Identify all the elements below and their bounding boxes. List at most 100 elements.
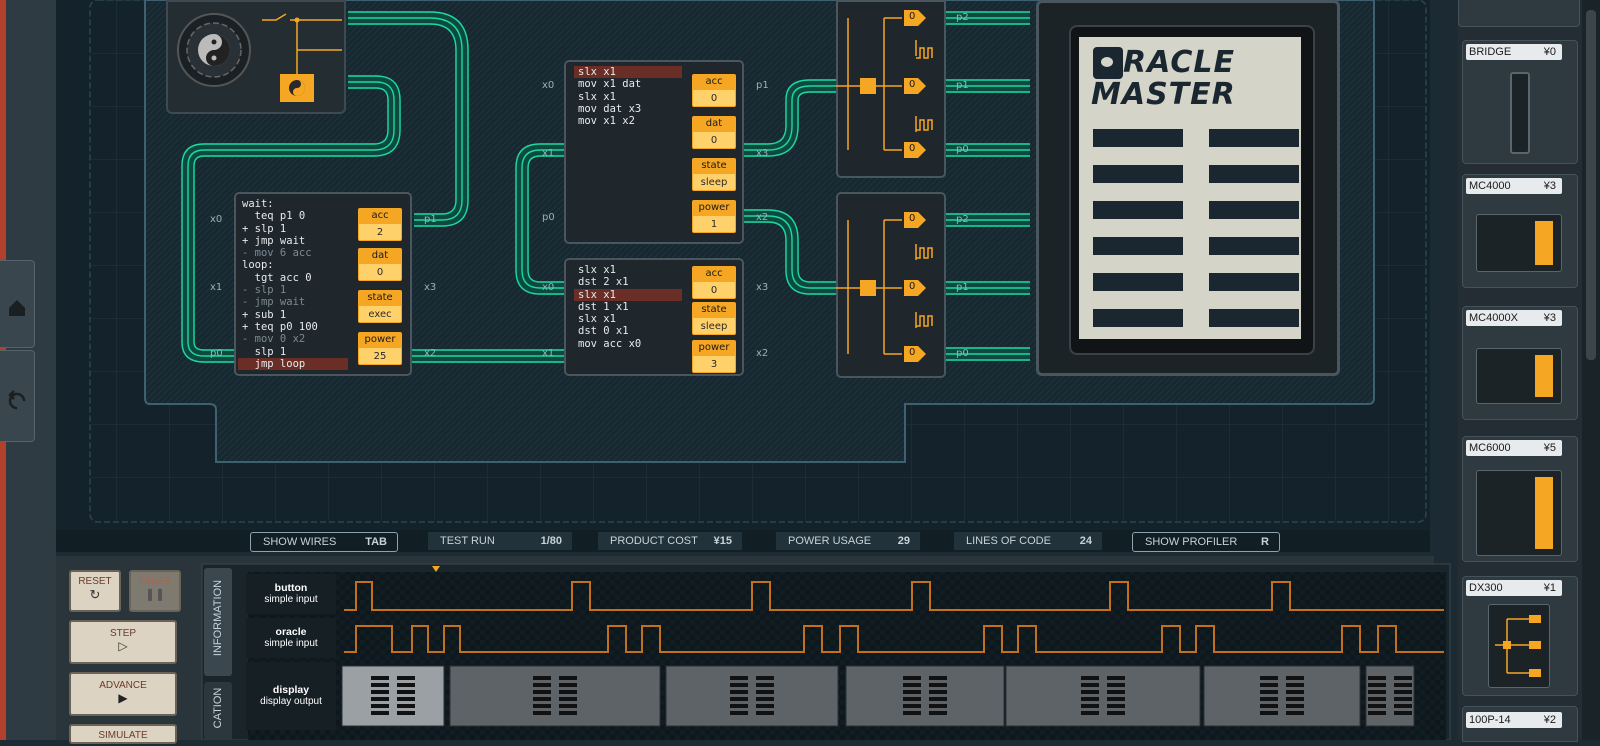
pin-label: p2 xyxy=(956,12,969,23)
code-line[interactable]: - mov 0 x2 xyxy=(242,333,306,346)
code-line[interactable]: mov acc x0 xyxy=(578,337,642,350)
code-line[interactable]: wait: xyxy=(242,198,274,210)
code-line[interactable]: slp 1 xyxy=(242,345,287,358)
code-line[interactable]: mov x1 dat xyxy=(578,78,642,91)
hexagram-bar xyxy=(730,683,748,687)
hexagram-bar xyxy=(533,697,551,701)
code-line[interactable]: jmp loop xyxy=(238,357,348,371)
display-segment xyxy=(1365,665,1415,727)
hexagram-bar xyxy=(371,683,389,687)
hexagram-bar xyxy=(559,711,577,715)
code-line[interactable]: slx x1 xyxy=(578,313,616,326)
hexagram-bar xyxy=(1394,676,1412,680)
oracle-logo-icon xyxy=(1093,47,1123,79)
dx300-bottom[interactable] xyxy=(836,192,946,378)
hexagram-bar xyxy=(1107,690,1125,694)
code-line[interactable]: + slp 1 xyxy=(242,222,287,235)
hexagram-bar xyxy=(1286,676,1304,680)
hexagram-bar xyxy=(559,704,577,708)
code-line[interactable]: - mov 6 acc xyxy=(242,247,312,260)
oracle-master-display: RACLE MASTER xyxy=(1036,0,1340,376)
hexagram-bar xyxy=(397,711,415,715)
code-line[interactable]: slx x1 xyxy=(578,264,616,276)
display-segment xyxy=(341,665,445,727)
undo-icon xyxy=(8,390,26,410)
code-line[interactable]: tgt acc 0 xyxy=(242,271,312,284)
code-line[interactable]: dst 0 x1 xyxy=(578,325,629,338)
code-line[interactable]: mov x1 x2 xyxy=(578,115,635,128)
home-button[interactable] xyxy=(0,260,35,348)
code-line[interactable]: - jmp wait xyxy=(242,296,306,309)
tab-verification[interactable]: CATION xyxy=(204,682,232,740)
display-segment xyxy=(845,665,1005,727)
hexagram-bar xyxy=(559,690,577,694)
hexagram-bar xyxy=(929,711,947,715)
sidebar-item-title: MC4000¥3 xyxy=(1466,178,1562,194)
code-line[interactable]: teq p1 0 xyxy=(242,210,306,223)
oracle-trace xyxy=(344,625,1444,653)
hexagram-bar xyxy=(903,711,921,715)
code-line[interactable]: + sub 1 xyxy=(242,308,287,321)
tab-information[interactable]: INFORMATION xyxy=(204,568,232,676)
hexagram-bar xyxy=(397,697,415,701)
reset-button[interactable]: RESET↻ xyxy=(69,570,121,612)
hexagram-bar xyxy=(533,683,551,687)
hexagram-bar xyxy=(1081,676,1099,680)
hexagram-bar xyxy=(1368,676,1386,680)
button-component[interactable] xyxy=(166,0,346,114)
pin-label: p2 xyxy=(956,214,969,225)
display-segment xyxy=(665,665,839,727)
pin-label: p1 xyxy=(424,214,437,225)
gate-output: 0 xyxy=(904,142,926,158)
hexagram-bar xyxy=(1394,690,1412,694)
pin-label: x0 xyxy=(542,282,555,293)
hexagram-bar xyxy=(1107,683,1125,687)
code-line[interactable]: slx x1 xyxy=(574,288,682,301)
pin-label: p0 xyxy=(210,348,223,359)
code-line[interactable]: + jmp wait xyxy=(242,234,306,247)
hexagram-bar xyxy=(559,697,577,701)
advance-button[interactable]: ADVANCE▶ xyxy=(69,672,177,716)
hexagram-bar xyxy=(1260,711,1278,715)
button-trace xyxy=(344,581,1444,611)
hexagram-bar xyxy=(1107,704,1125,708)
pin-label: p0 xyxy=(956,144,969,155)
code-line[interactable]: dst 2 x1 xyxy=(578,276,629,289)
hexagram-bar xyxy=(1394,697,1412,701)
code-line[interactable]: loop: xyxy=(242,259,274,272)
code-listing-left[interactable]: wait: teq p1 0+ slp 1+ jmp wait- mov 6 a… xyxy=(238,198,348,371)
hexagram-bar xyxy=(929,690,947,694)
code-line[interactable]: slx x1 xyxy=(574,66,682,79)
code-line[interactable]: dst 1 x1 xyxy=(578,300,629,313)
pin-label: x3 xyxy=(424,282,437,293)
code-line[interactable]: slx x1 xyxy=(578,90,616,103)
code-line[interactable]: mov dat x3 xyxy=(578,102,642,115)
undo-button[interactable] xyxy=(0,350,35,442)
hexagram-bar xyxy=(397,690,415,694)
hexagram-bar xyxy=(730,676,748,680)
playhead-marker xyxy=(432,566,440,572)
pin-label: x2 xyxy=(756,212,769,223)
code-line[interactable]: - slp 1 xyxy=(242,284,287,297)
code-line[interactable]: + teq p0 100 xyxy=(242,320,318,333)
display-segment xyxy=(449,665,661,727)
hexagram-bar xyxy=(1081,711,1099,715)
hexagram-bar xyxy=(730,697,748,701)
step-button[interactable]: STEP▷ xyxy=(69,620,177,664)
pause-button[interactable]: PAUSE❚❚ xyxy=(129,570,181,612)
mc6000-icon xyxy=(1476,470,1562,556)
dx300-top[interactable] xyxy=(836,0,946,178)
sidebar-item-title: MC4000X¥3 xyxy=(1466,310,1562,326)
hexagram-bar xyxy=(533,704,551,708)
advance-icon: ▶ xyxy=(118,691,128,705)
pin-label: p0 xyxy=(542,212,555,223)
